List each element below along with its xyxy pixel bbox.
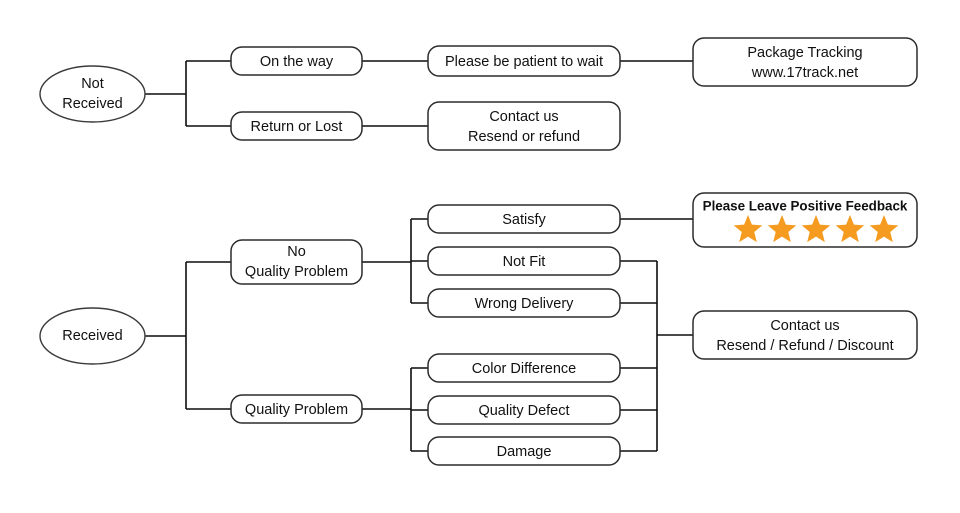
return-or-lost-label: Return or Lost — [251, 119, 343, 135]
no-quality-problem-label-line2: Quality Problem — [245, 264, 348, 280]
connectors-received — [145, 218, 693, 452]
contact-resend-refund-label-line2: Resend or refund — [468, 129, 580, 145]
quality-problem-label: Quality Problem — [245, 402, 348, 418]
node-contact-resend-refund[interactable]: Contact us Resend or refund — [427, 101, 621, 151]
not-received-ellipse — [39, 65, 146, 123]
node-received[interactable]: Received — [39, 307, 146, 365]
node-please-be-patient[interactable]: Please be patient to wait — [427, 45, 621, 77]
contact-resend-refund-label-line1: Contact us — [489, 109, 558, 125]
node-wrong-delivery[interactable]: Wrong Delivery — [427, 288, 621, 318]
positive-feedback-title: Please Leave Positive Feedback — [703, 199, 908, 214]
not-received-label-line2: Received — [62, 96, 122, 112]
on-the-way-box — [230, 46, 363, 76]
received-label: Received — [62, 328, 122, 344]
node-on-the-way[interactable]: On the way — [230, 46, 363, 76]
node-positive-feedback[interactable]: Please Leave Positive Feedback — [692, 192, 918, 248]
contact-discount-label-line1: Contact us — [770, 318, 839, 334]
node-damage[interactable]: Damage — [427, 436, 621, 466]
please-be-patient-label: Please be patient to wait — [445, 54, 603, 70]
rating-star-3[interactable] — [801, 215, 831, 243]
color-difference-box — [427, 353, 621, 383]
quality-defect-box — [427, 395, 621, 425]
node-not-received[interactable]: Not Received — [39, 65, 146, 123]
damage-box — [427, 436, 621, 466]
node-no-quality-problem[interactable]: No Quality Problem — [230, 239, 363, 285]
feedback-star-row[interactable] — [733, 215, 899, 243]
color-difference-label: Color Difference — [472, 361, 577, 377]
package-tracking-label-line1: Package Tracking — [747, 45, 862, 61]
node-contact-resend-refund-discount[interactable]: Contact us Resend / Refund / Discount — [692, 310, 918, 360]
on-the-way-label: On the way — [260, 54, 334, 70]
return-or-lost-box — [230, 111, 363, 141]
rating-star-2[interactable] — [767, 215, 797, 243]
node-return-or-lost[interactable]: Return or Lost — [230, 111, 363, 141]
node-not-fit[interactable]: Not Fit — [427, 246, 621, 276]
rating-star-4[interactable] — [835, 215, 865, 243]
node-quality-problem[interactable]: Quality Problem — [230, 394, 363, 424]
no-quality-problem-box — [230, 239, 363, 285]
package-tracking-url[interactable]: www.17track.net — [751, 65, 858, 81]
not-received-label-line1: Not — [81, 76, 104, 92]
contact-resend-refund-box — [427, 101, 621, 151]
wrong-delivery-box — [427, 288, 621, 318]
received-ellipse — [39, 307, 146, 365]
node-color-difference[interactable]: Color Difference — [427, 353, 621, 383]
satisfy-label: Satisfy — [502, 212, 546, 228]
quality-defect-label: Quality Defect — [478, 403, 569, 419]
node-quality-defect[interactable]: Quality Defect — [427, 395, 621, 425]
not-fit-label: Not Fit — [503, 254, 546, 270]
connectors-not-received — [145, 60, 693, 127]
node-satisfy[interactable]: Satisfy — [427, 204, 621, 234]
rating-star-1[interactable] — [733, 215, 763, 243]
please-be-patient-box — [427, 45, 621, 77]
quality-problem-box — [230, 394, 363, 424]
contact-discount-label-line2: Resend / Refund / Discount — [716, 338, 893, 354]
node-package-tracking[interactable]: Package Tracking www.17track.net — [692, 37, 918, 87]
contact-resend-refund-discount-box — [692, 310, 918, 360]
wrong-delivery-label: Wrong Delivery — [475, 296, 575, 312]
not-fit-box — [427, 246, 621, 276]
package-tracking-box — [692, 37, 918, 87]
damage-label: Damage — [497, 444, 552, 460]
rating-star-5[interactable] — [869, 215, 899, 243]
satisfy-box — [427, 204, 621, 234]
no-quality-problem-label-line1: No — [287, 244, 306, 260]
